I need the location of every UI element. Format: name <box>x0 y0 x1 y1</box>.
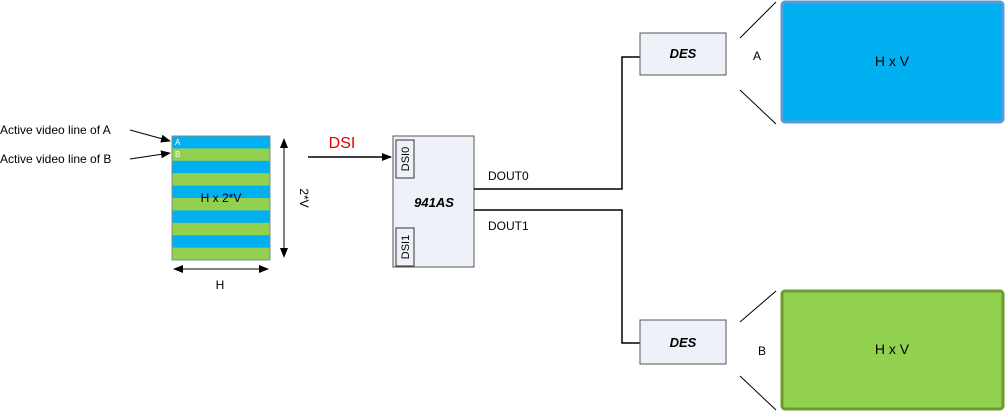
frame-stripe-line-a <box>172 210 270 223</box>
deserializer-top: DES <box>639 32 727 76</box>
dsi0-port-box <box>395 139 415 179</box>
dsi0-port-label: DSI0 <box>400 147 412 171</box>
source-frame: A B H x 2*V <box>171 135 271 261</box>
dout0-label: DOUT0 <box>488 169 529 183</box>
display-b-bevel-top <box>739 290 777 323</box>
des-top-label: DES <box>670 46 697 61</box>
active-line-a-label: Active video line of A <box>0 123 111 137</box>
active-line-b-arrow <box>129 150 171 160</box>
frame-stripe-line-a <box>172 160 270 174</box>
des-bottom-box <box>639 319 727 365</box>
deserializer-bottom: DES <box>639 319 727 365</box>
dout0-line <box>474 56 640 190</box>
active-line-b-label: Active video line of B <box>0 152 111 166</box>
display-b-id: B <box>758 344 766 358</box>
active-line-a-arrow <box>129 129 171 143</box>
frame-stripe-a-label: A <box>175 138 181 147</box>
display-a-screen <box>780 0 1005 124</box>
dsi1-port-box <box>395 227 415 267</box>
dout1-line <box>474 209 640 344</box>
dsi-label: DSI <box>329 135 356 152</box>
des-bottom-label: DES <box>670 335 697 350</box>
serializer-941as: DSI0 DSI1 941AS <box>392 135 475 268</box>
frame-stripe-b-label: B <box>175 150 180 159</box>
display-b-screen <box>780 289 1005 411</box>
display-a-size: H x V <box>875 53 910 69</box>
frame-blue-stripes <box>172 136 270 248</box>
display-a-bevel-top <box>739 1 777 39</box>
display-a-bevel-bottom <box>739 89 777 125</box>
frame-stripe-line-a <box>172 185 270 198</box>
height-label: 2*V <box>297 188 311 207</box>
dsi1-port-label: DSI1 <box>400 235 412 259</box>
frame-stripe-line-a <box>172 235 270 248</box>
des-top-box <box>639 32 727 76</box>
display-b-bevel-bottom <box>739 375 777 411</box>
frame-border <box>171 135 271 261</box>
dout1-label: DOUT1 <box>488 219 529 233</box>
display-a-id: A <box>753 49 761 63</box>
width-label: H <box>216 278 225 292</box>
display-b-size: H x V <box>875 341 910 357</box>
frame-size-label: H x 2*V <box>201 191 242 205</box>
frame-stripe-line-a <box>172 136 270 149</box>
serializer-name: 941AS <box>414 195 454 210</box>
